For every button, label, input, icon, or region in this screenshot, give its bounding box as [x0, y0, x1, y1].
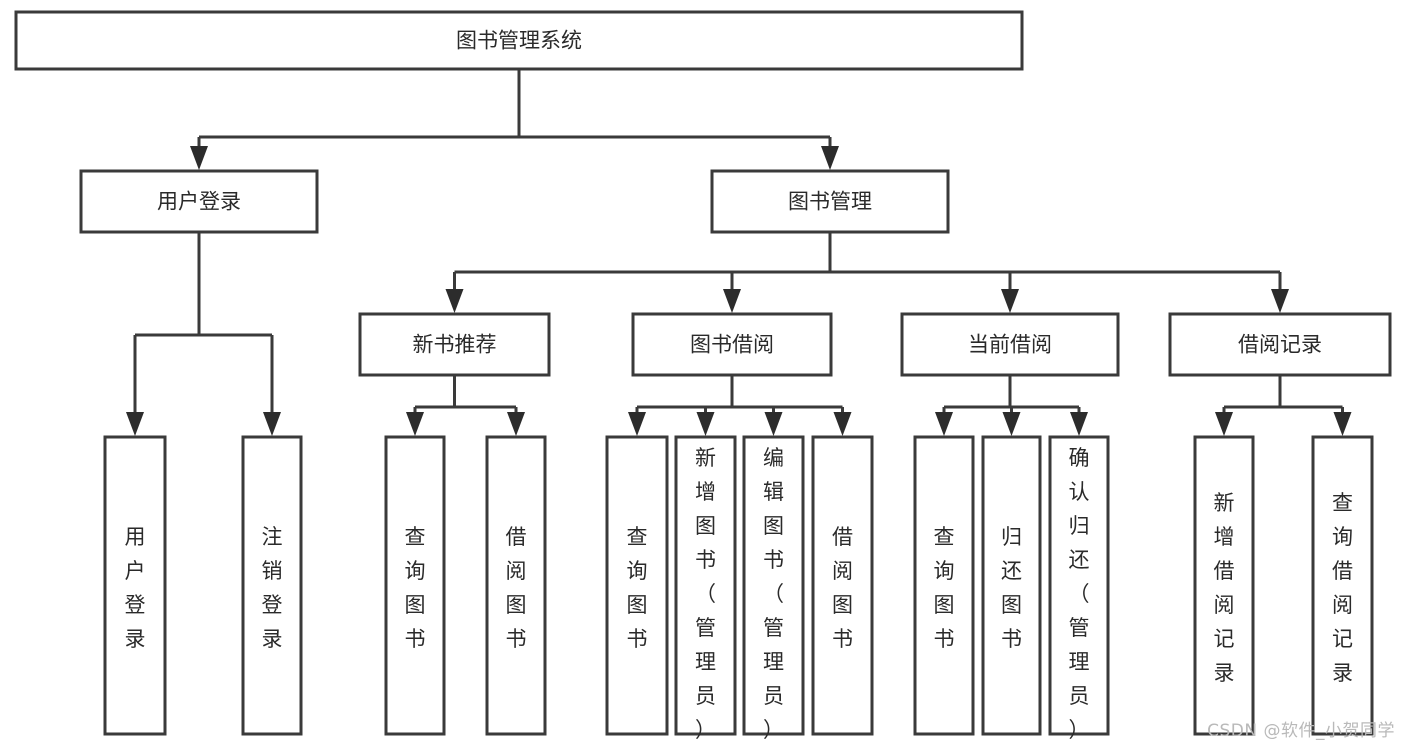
node-box-current-borrow[interactable] — [900, 312, 1120, 377]
node-box-leaf-borrow-book-1[interactable] — [485, 435, 547, 736]
node-box-new-book-recommend[interactable] — [358, 312, 551, 377]
node-label-leaf-borrow-book-2: 借阅图书 — [832, 525, 853, 651]
arrow-head-icon — [1271, 289, 1289, 313]
node-label-leaf-confirm-return: 确认归还（管理员） — [1069, 446, 1090, 742]
node-leaf-borrow-book-2[interactable]: 借阅图书 — [811, 435, 874, 736]
node-leaf-borrow-book-1[interactable]: 借阅图书 — [485, 435, 547, 736]
arrow-head-icon — [1002, 412, 1021, 436]
node-box-leaf-add-record[interactable] — [1193, 435, 1255, 736]
arrow-head-icon — [263, 412, 281, 436]
node-box-leaf-borrow-book-2[interactable] — [811, 435, 874, 736]
node-label-leaf-query-book-2: 查询图书 — [627, 525, 648, 651]
node-user-login[interactable]: 用户登录 — [79, 169, 319, 234]
node-leaf-query-book-3[interactable]: 查询图书 — [913, 435, 975, 736]
node-leaf-user-login[interactable]: 用户登录 — [103, 435, 167, 736]
node-leaf-user-logout[interactable]: 注销登录 — [241, 435, 303, 736]
node-leaf-query-book-2[interactable]: 查询图书 — [605, 435, 669, 736]
node-label-borrow-record: 借阅记录 — [1238, 333, 1322, 357]
arrow-head-icon — [445, 289, 464, 313]
node-box-leaf-user-login[interactable] — [103, 435, 167, 736]
node-label-leaf-add-record: 新增借阅记录 — [1214, 491, 1235, 685]
arrow-head-icon — [406, 412, 424, 436]
arrow-head-icon — [507, 412, 525, 436]
node-label-leaf-query-book-1: 查询图书 — [405, 525, 426, 651]
node-label-leaf-user-logout: 注销登录 — [262, 525, 283, 651]
arrow-head-icon — [1070, 412, 1088, 436]
arrow-head-icon — [1215, 412, 1233, 436]
node-box-leaf-return-book[interactable] — [981, 435, 1042, 736]
node-leaf-return-book[interactable]: 归还图书 — [981, 435, 1042, 736]
node-label-book-borrow: 图书借阅 — [690, 333, 774, 357]
nodes-layer: 图书管理系统用户登录图书管理新书推荐图书借阅当前借阅借阅记录用户登录注销登录查询… — [14, 10, 1392, 742]
node-leaf-confirm-return[interactable]: 确认归还（管理员） — [1048, 435, 1110, 742]
arrow-head-icon — [628, 412, 646, 436]
node-borrow-record[interactable]: 借阅记录 — [1168, 312, 1392, 377]
node-label-leaf-return-book: 归还图书 — [1001, 525, 1022, 651]
node-current-borrow[interactable]: 当前借阅 — [900, 312, 1120, 377]
node-root[interactable]: 图书管理系统 — [14, 10, 1024, 71]
arrow-head-icon — [190, 146, 208, 170]
node-box-book-borrow[interactable] — [631, 312, 833, 377]
node-box-book-manage[interactable] — [710, 169, 950, 234]
arrow-head-icon — [935, 412, 953, 436]
node-new-book-recommend[interactable]: 新书推荐 — [358, 312, 551, 377]
node-box-leaf-query-book-2[interactable] — [605, 435, 669, 736]
csdn-watermark: CSDN @软件_小贺同学 — [1207, 721, 1395, 741]
node-book-borrow[interactable]: 图书借阅 — [631, 312, 833, 377]
node-leaf-edit-book[interactable]: 编辑图书（管理员） — [742, 435, 805, 742]
node-book-manage[interactable]: 图书管理 — [710, 169, 950, 234]
node-box-leaf-query-book-3[interactable] — [913, 435, 975, 736]
node-label-root: 图书管理系统 — [456, 29, 582, 53]
arrow-head-icon — [821, 146, 839, 170]
node-leaf-add-book[interactable]: 新增图书（管理员） — [674, 435, 737, 742]
node-box-leaf-query-record[interactable] — [1311, 435, 1374, 736]
node-box-leaf-edit-book[interactable] — [742, 435, 805, 736]
node-label-book-manage: 图书管理 — [788, 190, 872, 214]
arrow-head-icon — [723, 289, 741, 313]
node-leaf-add-record[interactable]: 新增借阅记录 — [1193, 435, 1255, 736]
node-box-leaf-add-book[interactable] — [674, 435, 737, 736]
node-box-borrow-record[interactable] — [1168, 312, 1392, 377]
node-label-new-book-recommend: 新书推荐 — [413, 333, 497, 357]
node-label-leaf-edit-book: 编辑图书（管理员） — [763, 446, 784, 742]
arrow-head-icon — [764, 412, 783, 436]
edges-layer — [126, 69, 1352, 436]
node-label-user-login: 用户登录 — [157, 190, 241, 214]
arrow-head-icon — [1333, 412, 1352, 436]
arrow-head-icon — [1001, 289, 1019, 313]
node-label-leaf-borrow-book-1: 借阅图书 — [506, 525, 527, 651]
node-box-leaf-query-book-1[interactable] — [384, 435, 446, 736]
node-leaf-query-record[interactable]: 查询借阅记录 — [1311, 435, 1374, 736]
node-label-leaf-user-login: 用户登录 — [125, 525, 146, 651]
node-label-leaf-query-book-3: 查询图书 — [934, 525, 955, 651]
node-label-leaf-query-record: 查询借阅记录 — [1332, 491, 1353, 685]
node-box-root[interactable] — [14, 10, 1024, 71]
arrow-head-icon — [126, 412, 144, 436]
arrow-head-icon — [833, 412, 852, 436]
node-leaf-query-book-1[interactable]: 查询图书 — [384, 435, 446, 736]
node-box-user-login[interactable] — [79, 169, 319, 234]
node-label-leaf-add-book: 新增图书（管理员） — [695, 446, 716, 742]
node-box-leaf-user-logout[interactable] — [241, 435, 303, 736]
node-box-leaf-confirm-return[interactable] — [1048, 435, 1110, 736]
arrow-head-icon — [696, 412, 715, 436]
node-label-current-borrow: 当前借阅 — [968, 333, 1052, 357]
